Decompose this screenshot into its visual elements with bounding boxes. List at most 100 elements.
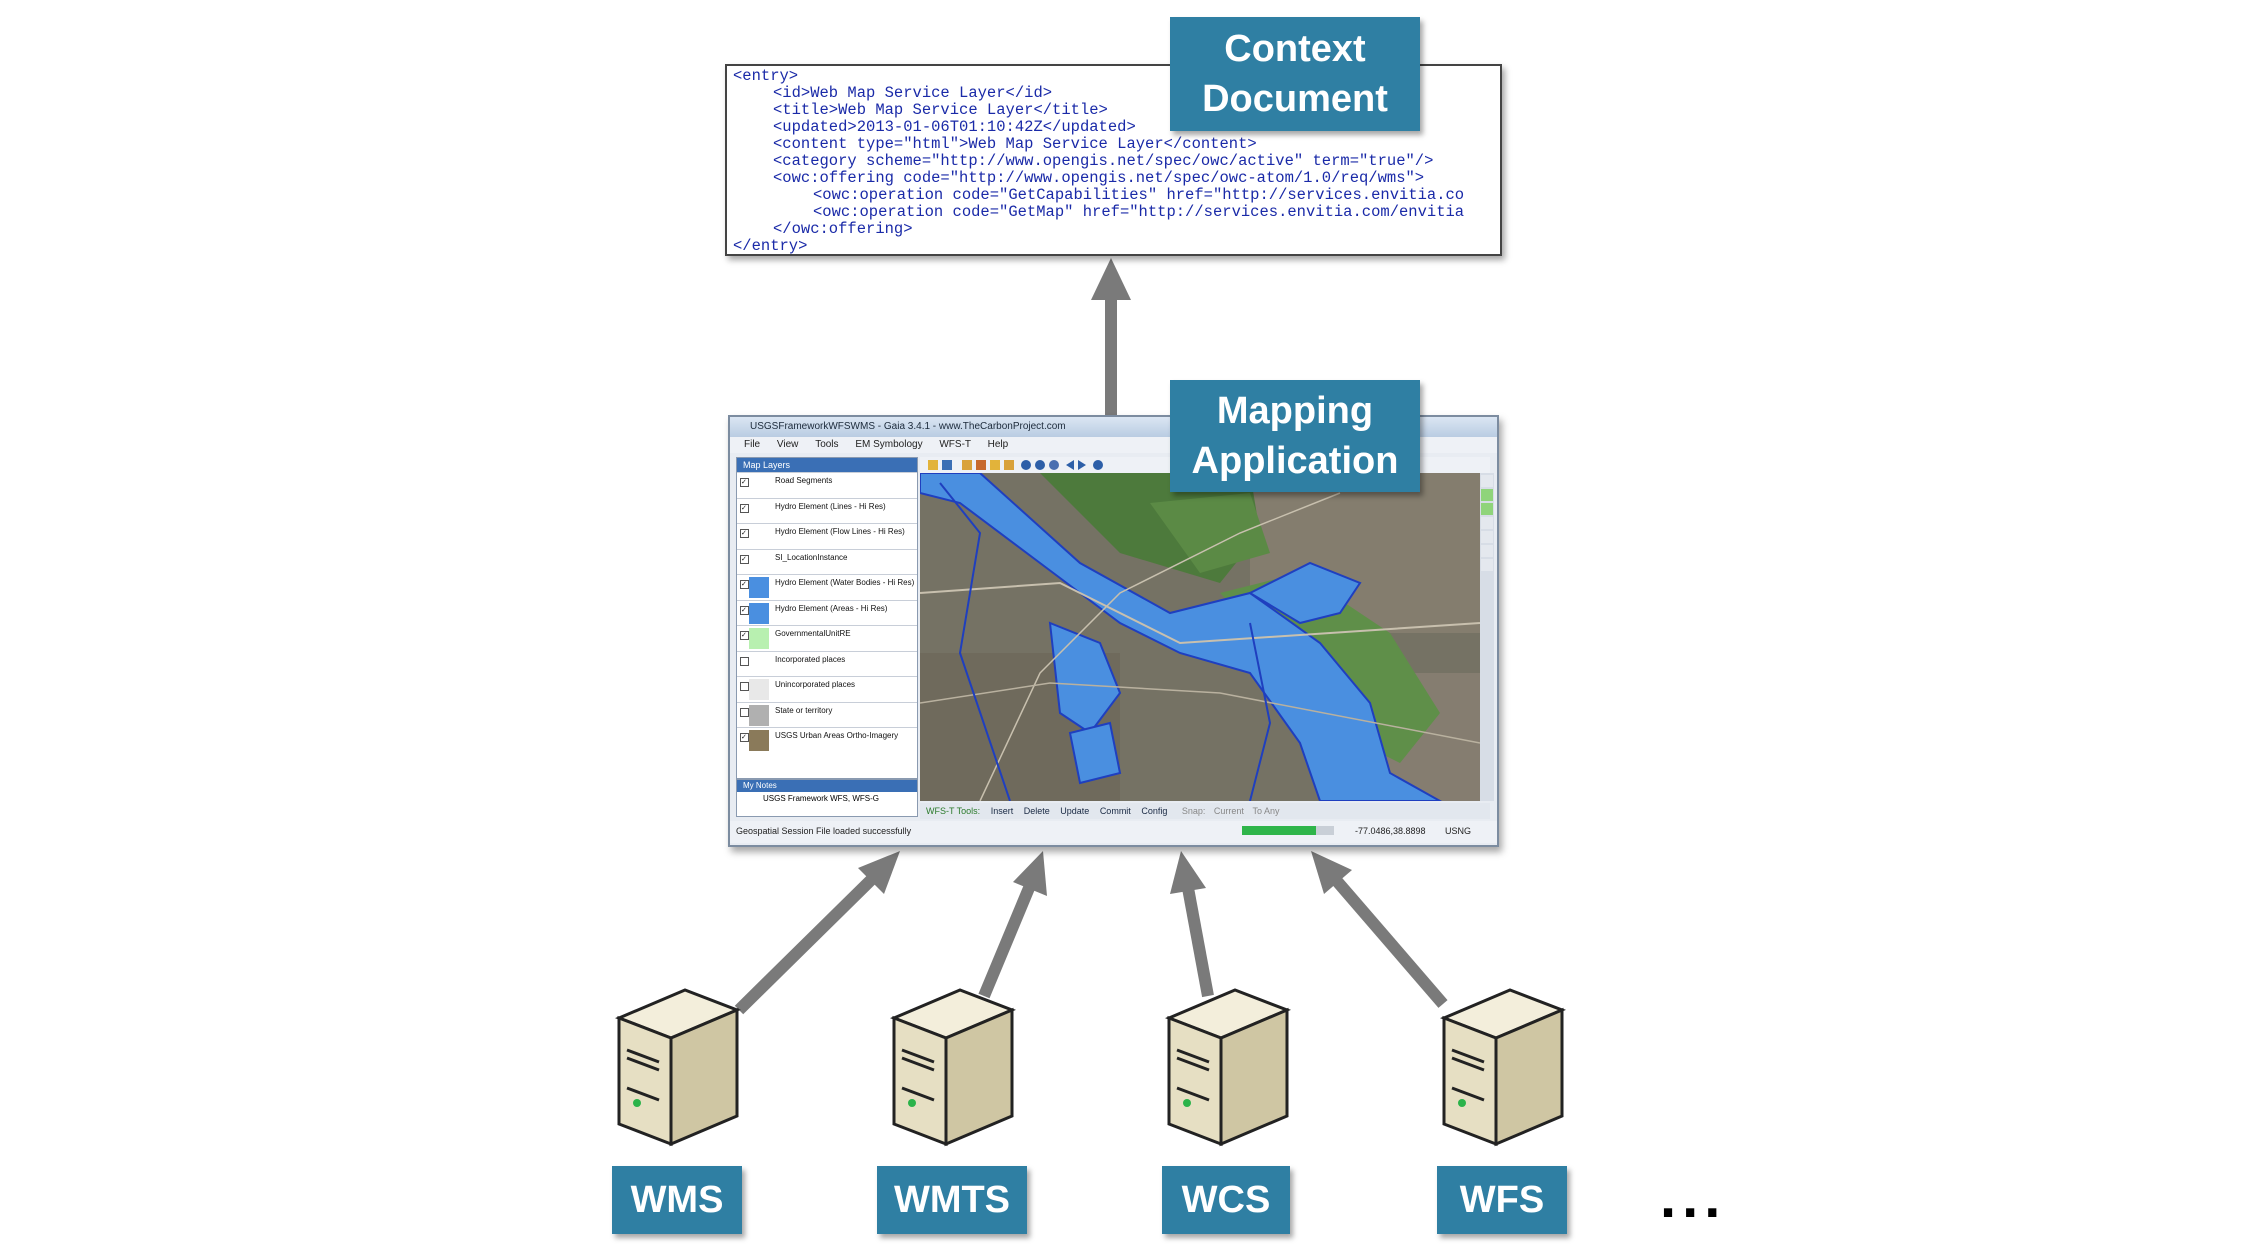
delete-button[interactable]: Delete <box>1023 806 1050 816</box>
units-select[interactable]: USNG <box>1445 826 1472 836</box>
layer-checkbox[interactable] <box>740 682 749 691</box>
server-icon <box>614 988 745 1148</box>
coordinate-readout: -77.0486,38.8898 <box>1355 826 1426 836</box>
map-imagery[interactable] <box>920 473 1480 801</box>
layer-swatch <box>749 704 769 726</box>
layer-name: Unincorporated places <box>775 680 856 689</box>
my-notes-header: My Notes <box>737 780 917 792</box>
service-label-wms: WMS <box>612 1166 742 1234</box>
snap-current-button[interactable]: Current <box>1213 806 1244 816</box>
layer-row[interactable]: Incorporated places <box>737 650 917 677</box>
layer-checkbox[interactable] <box>740 656 749 666</box>
layer-row[interactable]: ✓ Hydro Element (Lines - Hi Res) <box>737 497 917 524</box>
mapping-application-label: Mapping Application <box>1170 380 1420 492</box>
toolbar-icons[interactable] <box>920 457 1490 473</box>
layer-swatch <box>749 475 769 496</box>
xml-line: <updated>2013-01-06T01:10:42Z</updated> <box>773 118 1136 136</box>
mapping-application-window: USGSFrameworkWFSWMS - Gaia 3.4.1 - www.T… <box>728 415 1499 847</box>
menu-file[interactable]: File <box>744 439 761 450</box>
layer-checkbox[interactable]: ✓ <box>740 478 749 487</box>
progress-fill <box>1242 826 1316 835</box>
status-message: Geospatial Session File loaded successfu… <box>736 826 912 836</box>
layer-swatch <box>749 500 769 522</box>
xml-line: <id>Web Map Service Layer</id> <box>773 84 1053 102</box>
layer-checkbox[interactable] <box>740 707 749 717</box>
layer-row[interactable]: ✓ Hydro Element (Flow Lines - Hi Res) <box>737 523 917 549</box>
map-layers-header: Map Layers <box>737 458 917 472</box>
insert-button[interactable]: Insert <box>990 806 1014 816</box>
side-tab-strip[interactable] <box>1480 473 1494 593</box>
service-label-text: WFS <box>1459 1178 1545 1221</box>
snap-to-any-button[interactable]: To Any <box>1252 806 1280 816</box>
layer-checkbox[interactable]: ✓ <box>740 631 749 640</box>
xml-line: <title>Web Map Service Layer</title> <box>773 101 1108 119</box>
layer-name: Incorporated places <box>775 654 846 664</box>
layer-swatch <box>749 628 769 649</box>
menu-wfs-t[interactable]: WFS-T <box>939 439 971 450</box>
layer-name: State or territory <box>775 705 833 715</box>
xml-line: </owc:offering> <box>773 220 913 238</box>
map-view[interactable] <box>920 473 1480 801</box>
layer-swatch <box>749 602 769 624</box>
layer-checkbox[interactable]: ✓ <box>740 733 749 742</box>
xml-line: <owc:operation code="GetMap" href="http:… <box>813 203 1465 221</box>
layer-name: Hydro Element (Flow Lines - Hi Res) <box>775 527 905 536</box>
layer-name: USGS Urban Areas Ortho-Imagery <box>775 731 899 740</box>
layer-row[interactable]: ✓ Hydro Element (Water Bodies - Hi Res) <box>737 574 917 600</box>
more-services-ellipsis: ... <box>1660 1165 1727 1230</box>
server-icon <box>1439 988 1570 1148</box>
label-line: Document <box>1202 78 1388 120</box>
note-item[interactable]: USGS Framework WFS, WFS-G <box>763 794 879 803</box>
layer-row[interactable]: ✓ Road Segments <box>737 472 917 498</box>
service-label-text: WMS <box>630 1178 724 1221</box>
layer-checkbox[interactable]: ✓ <box>740 554 749 564</box>
layer-row[interactable]: Unincorporated places <box>737 676 917 702</box>
status-bar: Geospatial Session File loaded successfu… <box>730 821 1497 843</box>
layer-name: Hydro Element (Water Bodies - Hi Res) <box>775 578 915 587</box>
layer-row[interactable]: State or territory <box>737 701 917 728</box>
layer-checkbox[interactable]: ✓ <box>740 580 749 589</box>
arrow-app-to-document <box>1091 258 1131 415</box>
menu-tools[interactable]: Tools <box>815 439 839 450</box>
window-title: USGSFrameworkWFSWMS - Gaia 3.4.1 - www.T… <box>750 421 1066 432</box>
label-line: Application <box>1191 440 1399 482</box>
layer-checkbox[interactable]: ✓ <box>740 503 749 513</box>
arrow-wcs-to-app <box>1170 851 1214 998</box>
layer-name: Hydro Element (Lines - Hi Res) <box>775 501 886 511</box>
xml-line: <category scheme="http://www.opengis.net… <box>773 152 1434 170</box>
map-layers-panel: Map Layers ✓ Road Segments ✓ Hydro Element … <box>736 457 918 779</box>
layer-swatch <box>749 551 769 573</box>
menu-view[interactable]: View <box>776 439 799 450</box>
service-label-text: WMTS <box>893 1178 1011 1221</box>
progress-bar <box>1242 826 1334 835</box>
arrow-wmts-to-app <box>978 851 1047 999</box>
layer-row[interactable]: ✓ Hydro Element (Areas - Hi Res) <box>737 599 917 626</box>
layer-name: Hydro Element (Areas - Hi Res) <box>775 603 888 613</box>
server-icon <box>889 988 1020 1148</box>
layer-name: Road Segments <box>775 476 833 485</box>
update-button[interactable]: Update <box>1060 806 1090 816</box>
layer-swatch <box>749 730 769 751</box>
layer-swatch <box>749 526 769 547</box>
wfs-t-tools-label: WFS-T Tools: <box>926 806 981 816</box>
service-label-wmts: WMTS <box>877 1166 1027 1234</box>
arrow-wfs-to-app <box>1311 851 1448 1008</box>
layer-row[interactable]: ✓ SI_LocationInstance <box>737 548 917 575</box>
config-button[interactable]: Config <box>1141 806 1168 816</box>
wfs-t-toolbar: WFS-T Tools: Insert Delete Update Commit… <box>920 803 1490 819</box>
server-icon <box>1164 988 1295 1148</box>
service-label-wcs: WCS <box>1162 1166 1290 1234</box>
commit-button[interactable]: Commit <box>1099 806 1131 816</box>
menu-help[interactable]: Help <box>987 439 1009 450</box>
layer-row[interactable]: ✓ USGS Urban Areas Ortho-Imagery <box>737 727 917 753</box>
layer-name: SI_LocationInstance <box>775 552 848 562</box>
service-label-text: WCS <box>1181 1178 1271 1221</box>
label-line: Mapping <box>1216 390 1374 432</box>
xml-line: <owc:operation code="GetCapabilities" hr… <box>813 186 1465 204</box>
layer-checkbox[interactable]: ✓ <box>740 605 749 615</box>
xml-line: </entry> <box>733 237 808 255</box>
menu-em-symbology[interactable]: EM Symbology <box>855 439 923 450</box>
layer-checkbox[interactable]: ✓ <box>740 529 749 538</box>
layer-row[interactable]: ✓GovernmentalUnitRE <box>737 625 917 651</box>
